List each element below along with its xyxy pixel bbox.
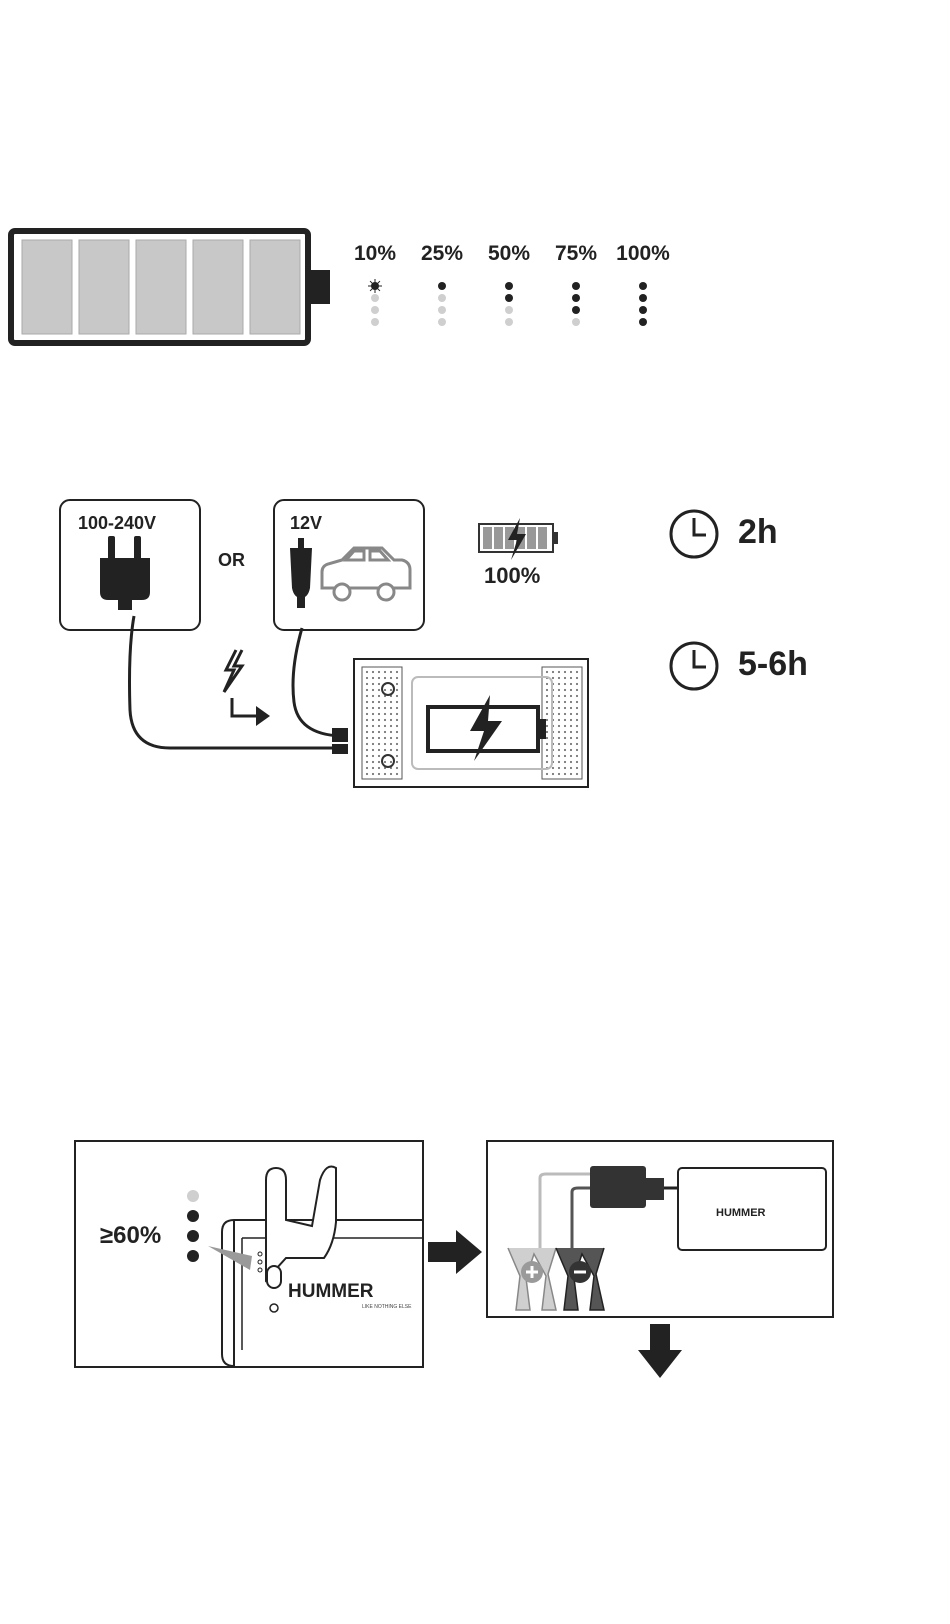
led-dot: [572, 306, 580, 314]
clock-icon: [668, 508, 720, 560]
threshold-label: ≥60%: [100, 1222, 161, 1250]
jump-starter-unit: [352, 657, 592, 792]
led-dot: [438, 306, 446, 314]
led-dot: [572, 318, 580, 326]
ac-charge-time: 2h: [738, 513, 778, 552]
connect-clamps-panel: HUMMER: [486, 1140, 836, 1320]
dc-voltage-label: 12V: [290, 513, 322, 534]
led-indicator-columns: [340, 278, 680, 338]
led-dot: [371, 294, 379, 302]
led-dot: [505, 294, 513, 302]
led-dot: [438, 318, 446, 326]
level-label-25: 25%: [407, 242, 477, 266]
level-label-100: 100%: [608, 242, 678, 266]
led-dot: [505, 318, 513, 326]
hummer-logo-text: HUMMER: [288, 1281, 374, 1302]
check-charge-panel: HUMMER LIKE NOTHING ELSE: [74, 1140, 426, 1370]
charging-cables: [120, 610, 380, 770]
level-label-50: 50%: [474, 242, 544, 266]
led-dot: [505, 282, 513, 290]
or-label: OR: [218, 550, 245, 571]
right-arrow-icon: [426, 1228, 486, 1278]
ac-voltage-label: 100-240V: [78, 513, 156, 534]
small-charging-battery-icon: [478, 520, 558, 560]
dc-charge-time: 5-6h: [738, 645, 808, 684]
level-label-10: 10%: [340, 242, 410, 266]
led-dot: [438, 282, 446, 290]
led-dot: [371, 306, 379, 314]
led-dot: [639, 282, 647, 290]
clock-icon: [668, 640, 720, 692]
full-charge-label: 100%: [484, 563, 540, 589]
level-label-75: 75%: [541, 242, 611, 266]
led-dot: [371, 318, 379, 326]
down-arrow-icon: [636, 1322, 686, 1382]
large-battery-icon: [8, 228, 338, 350]
model-text: LIKE NOTHING ELSE: [362, 1304, 412, 1310]
led-dot: [572, 282, 580, 290]
led-dot: [639, 294, 647, 302]
hummer-logo-small: HUMMER: [716, 1207, 766, 1219]
led-dot: [639, 318, 647, 326]
led-dot: [572, 294, 580, 302]
led-dot: [639, 306, 647, 314]
led-dot: [505, 306, 513, 314]
led-dot: [438, 294, 446, 302]
